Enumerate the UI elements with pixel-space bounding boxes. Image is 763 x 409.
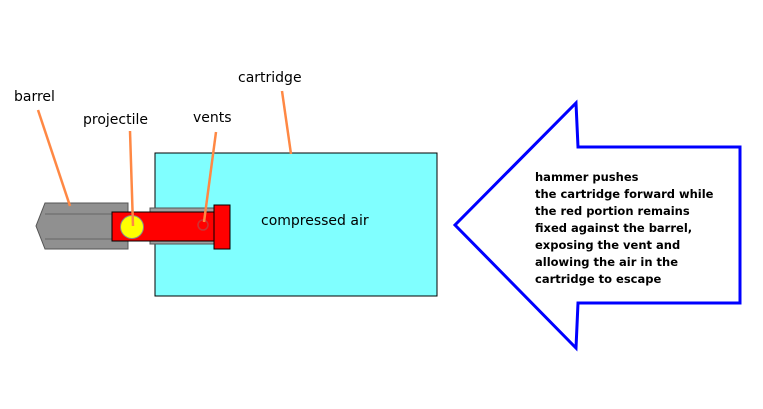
mechanism-note: hammer pushes the cartridge forward whil…	[535, 169, 735, 288]
note-line: the red portion remains	[535, 204, 690, 218]
note-line: fixed against the barrel,	[535, 221, 693, 235]
label-cartridge: cartridge	[238, 70, 302, 86]
leader-lines	[36, 90, 293, 227]
label-barrel: barrel	[14, 89, 55, 105]
label-compressed-air: compressed air	[261, 213, 369, 229]
note-line: hammer pushes	[535, 170, 639, 184]
vent-hole	[197, 219, 209, 231]
note-line: cartridge to escape	[535, 272, 662, 286]
note-line: exposing the vent and	[535, 238, 681, 252]
label-projectile: projectile	[83, 112, 148, 128]
label-vents: vents	[193, 110, 232, 126]
note-line: allowing the air in the	[535, 255, 679, 269]
hammer-push-arrow	[452, 99, 742, 352]
note-line: the cartridge forward while	[535, 187, 714, 201]
